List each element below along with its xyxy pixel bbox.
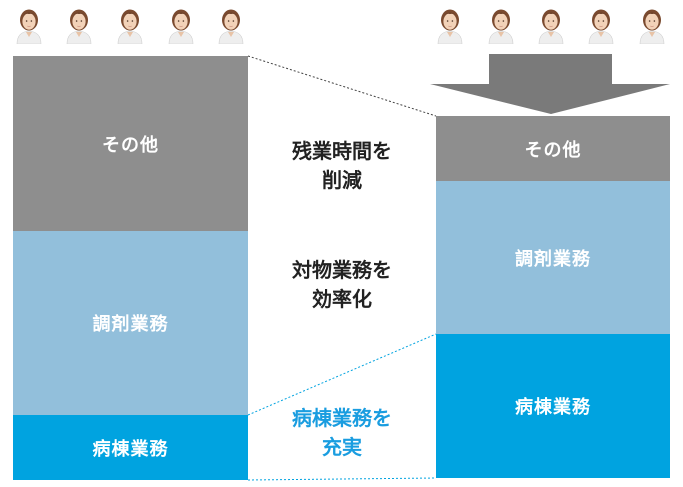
after-dispensing-segment: 調剤業務 xyxy=(436,181,670,334)
before-other-label: その他 xyxy=(102,134,159,156)
after-ward-label: 病棟業務 xyxy=(515,397,591,418)
connector-line-middle xyxy=(247,333,437,416)
overtime-line-1: 残業時間を xyxy=(292,139,392,163)
ward-line-2: 充実 xyxy=(322,435,362,459)
down-arrow-icon xyxy=(430,54,670,114)
after-other-segment: その他 xyxy=(436,116,670,181)
before-ward-segment: 病棟業務 xyxy=(13,415,248,480)
after-other-label: その他 xyxy=(524,139,582,161)
objective-efficiency-text: 対物業務を 効率化 xyxy=(262,256,422,314)
before-dispensing-label: 調剤業務 xyxy=(92,314,169,335)
connector-line-top xyxy=(247,55,437,117)
connector-line-bottom xyxy=(247,477,437,481)
overtime-reduction-text: 残業時間を 削減 xyxy=(262,137,422,195)
before-ward-label: 病棟業務 xyxy=(92,438,169,460)
before-dispensing-segment: 調剤業務 xyxy=(13,231,248,415)
objective-line-1: 対物業務を xyxy=(292,258,392,282)
after-dispensing-label: 調剤業務 xyxy=(515,248,591,270)
ward-enhancement-text: 病棟業務を 充実 xyxy=(262,404,422,462)
before-other-segment: その他 xyxy=(13,56,248,231)
ward-line-1: 病棟業務を xyxy=(292,406,392,430)
after-ward-segment: 病棟業務 xyxy=(436,334,670,478)
objective-line-2: 効率化 xyxy=(312,287,372,311)
overtime-line-2: 削減 xyxy=(322,168,362,192)
